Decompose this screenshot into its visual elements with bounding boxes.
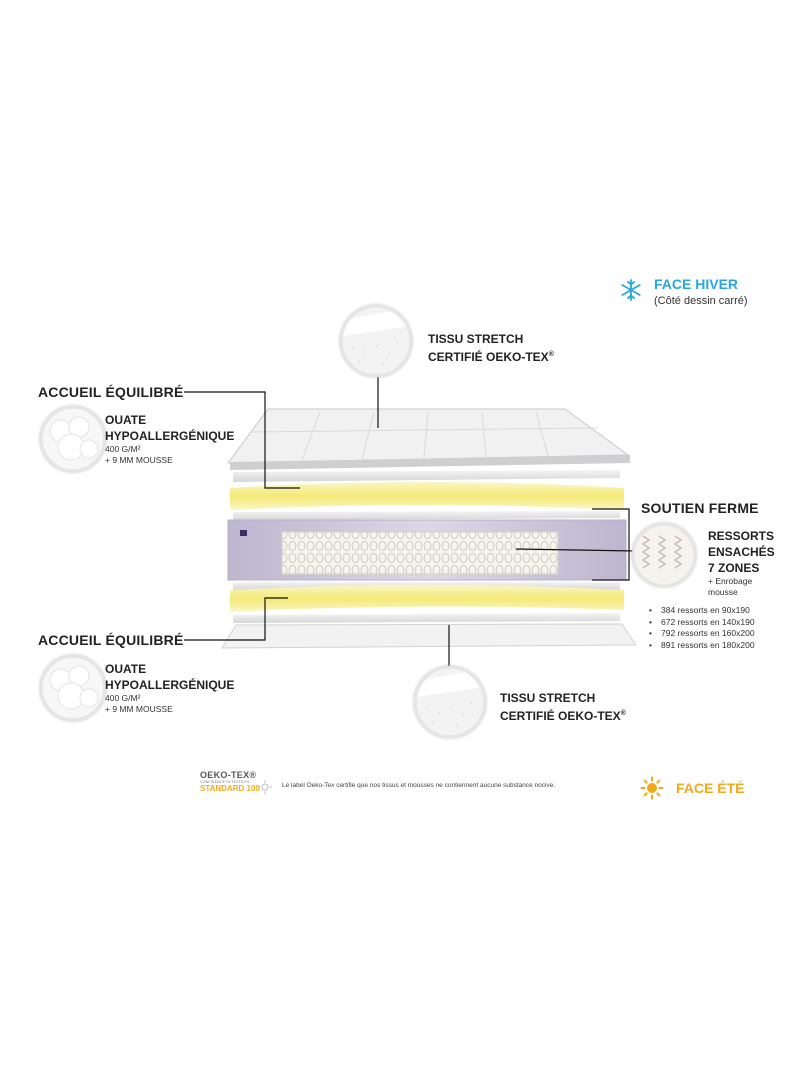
bottom-fabric-label: TISSU STRETCH CERTIFIÉ OEKO-TEX® xyxy=(500,690,626,724)
top-fabric-line2: CERTIFIÉ OEKO-TEX xyxy=(428,350,549,364)
accueil-bottom-item-line2: HYPOALLERGÉNIQUE xyxy=(105,678,235,692)
wadding-bottom-swatch xyxy=(40,655,106,721)
springs-swatch xyxy=(632,523,696,587)
soutien-item-line3: 7 ZONES xyxy=(708,561,760,575)
soutien-title: SOUTIEN FERME xyxy=(641,500,759,516)
wadding-icon xyxy=(43,409,103,469)
sun-icon xyxy=(640,776,664,800)
accueil-bottom-detail: OUATE HYPOALLERGÉNIQUE 400 G/M² + 9 MM M… xyxy=(105,661,234,715)
face-hiver-title: FACE HIVER xyxy=(654,276,739,292)
top-fabric-mark: ® xyxy=(548,351,554,358)
oeko-tex-logo: OEKO-TEX® CONFIDENCE IN TEXTILES STANDAR… xyxy=(200,770,274,793)
face-ete-title: FACE ÉTÉ xyxy=(676,780,745,796)
accueil-top-detail1: 400 G/M² xyxy=(105,444,141,454)
oeko-logo-line2: CONFIDENCE IN TEXTILES xyxy=(200,780,250,784)
bottom-fabric-mark: ® xyxy=(620,710,626,717)
oeko-sun-icon xyxy=(258,780,272,794)
oeko-logo-line1: OEKO-TEX® xyxy=(200,770,257,780)
list-item: 792 ressorts en 160x200 xyxy=(649,628,755,640)
accueil-top-detail2: + 9 MM MOUSSE xyxy=(105,455,173,465)
list-item: 891 ressorts en 180x200 xyxy=(649,640,755,652)
accueil-bottom-item-line1: OUATE xyxy=(105,662,147,676)
fabric-texture-icon xyxy=(417,669,483,735)
pocket-spring-icon xyxy=(635,526,693,584)
wadding-icon xyxy=(43,658,103,718)
face-hiver-subtitle: (Côté dessin carré) xyxy=(654,295,748,307)
spring-core xyxy=(227,519,627,581)
list-item: 384 ressorts en 90x190 xyxy=(649,605,755,617)
bottom-fabric-line1: TISSU STRETCH xyxy=(500,691,596,705)
top-quilted-panel xyxy=(226,408,630,470)
list-item: 672 ressorts en 140x190 xyxy=(649,617,755,629)
spring-count-list: 384 ressorts en 90x190 672 ressorts en 1… xyxy=(649,605,755,651)
accueil-top-detail: OUATE HYPOALLERGÉNIQUE 400 G/M² + 9 MM M… xyxy=(105,412,234,466)
top-fabric-swatch xyxy=(340,305,412,377)
soutien-detail: RESSORTS ENSACHÉS 7 ZONES + Enrobage mou… xyxy=(708,528,775,598)
accueil-bottom-title: ACCUEIL ÉQUILIBRÉ xyxy=(38,632,184,648)
accueil-top-item-line1: OUATE xyxy=(105,413,147,427)
accueil-bottom-detail1: 400 G/M² xyxy=(105,693,141,703)
accueil-top-item-line2: HYPOALLERGÉNIQUE xyxy=(105,429,235,443)
accueil-top-title: ACCUEIL ÉQUILIBRÉ xyxy=(38,384,184,400)
accueil-bottom-detail2: + 9 MM MOUSSE xyxy=(105,704,173,714)
oeko-note: Le label Oeko-Tex certifie que nos tissu… xyxy=(282,782,556,789)
top-fabric-label: TISSU STRETCH CERTIFIÉ OEKO-TEX® xyxy=(428,331,554,365)
top-fabric-line1: TISSU STRETCH xyxy=(428,332,524,346)
soutien-item-line2: ENSACHÉS xyxy=(708,545,775,559)
wadding-top-swatch xyxy=(40,406,106,472)
bottom-fabric-line2: CERTIFIÉ OEKO-TEX xyxy=(500,709,621,723)
oeko-logo-line3: STANDARD 100 xyxy=(200,784,260,793)
soutien-detail2: mousse xyxy=(708,587,738,597)
snowflake-icon xyxy=(621,279,641,301)
bottom-fabric-swatch xyxy=(414,666,486,738)
soutien-item-line1: RESSORTS xyxy=(708,529,775,543)
soutien-detail1: + Enrobage xyxy=(708,576,753,586)
fabric-texture-icon xyxy=(343,308,409,374)
